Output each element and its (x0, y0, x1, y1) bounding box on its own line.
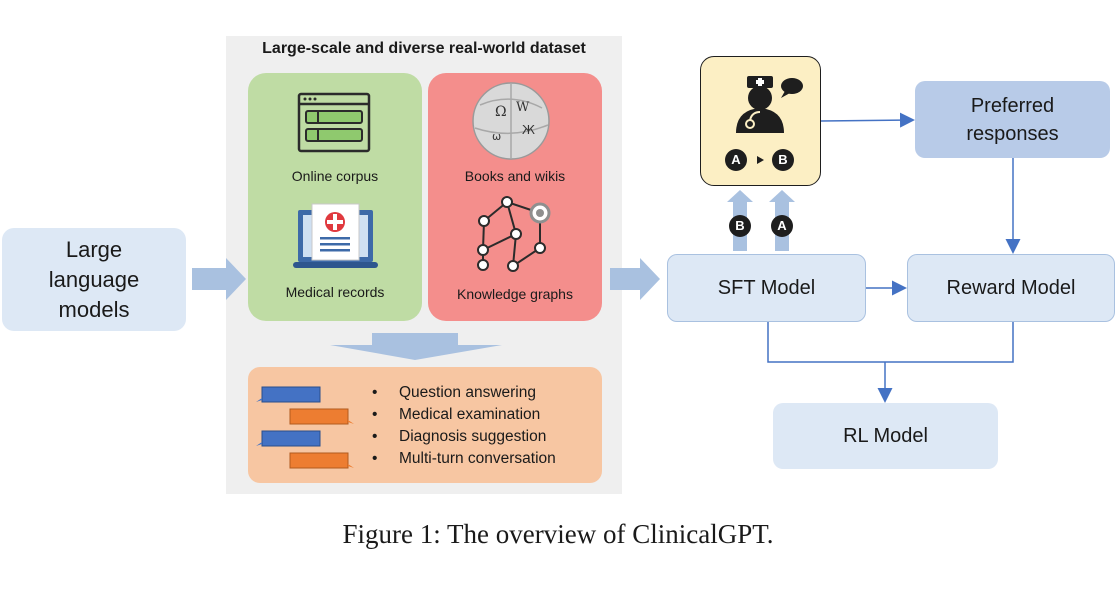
medical-records-label: Medical records (285, 284, 385, 300)
dataset-title: Large-scale and diverse real-world datas… (262, 40, 586, 57)
preference-order (725, 149, 794, 171)
task-list: Question answering Medical examination D… (372, 382, 556, 470)
preferred-label: Preferred responses (966, 94, 1059, 145)
sft-label: SFT Model (717, 276, 816, 299)
svg-text:ω: ω (492, 130, 501, 143)
task-item: Medical examination (372, 404, 556, 426)
wide-arrow-down-to-tasks (330, 333, 502, 360)
arrow-doctor-to-preferred (820, 112, 915, 128)
pref-badge-b: B (778, 152, 788, 167)
wide-arrow-dataset-to-sft (610, 258, 660, 300)
task-item: Multi-turn conversation (372, 448, 556, 470)
task-item: Question answering (372, 382, 556, 404)
doctor-icon (736, 76, 803, 133)
svg-text:W: W (516, 100, 530, 115)
conversation-icon (256, 386, 354, 469)
rl-label: RL Model (843, 424, 928, 447)
svg-text:Ω: Ω (495, 104, 507, 120)
llm-label: Large language models (48, 236, 140, 322)
books-wikis-label: Books and wikis (464, 168, 566, 184)
sft-model-box: SFT Model (667, 254, 866, 322)
svg-text:Ж: Ж (522, 123, 535, 137)
badge-a-circle (771, 215, 793, 237)
preferred-responses-box: Preferred responses (915, 81, 1110, 158)
task-item: Diagnosis suggestion (372, 426, 556, 448)
rl-model-box: RL Model (773, 403, 998, 469)
pref-badge-a: A (731, 152, 741, 167)
sample-badge-a: A (777, 218, 787, 233)
llm-box: Large language models (2, 228, 186, 331)
wiki-globe-icon: Ω W Ж ω (472, 82, 550, 160)
online-corpus-icon (297, 92, 371, 153)
reward-label: Reward Model (946, 276, 1076, 299)
reward-model-box: Reward Model (907, 254, 1115, 322)
medical-records-icon (293, 203, 378, 268)
online-corpus-label: Online corpus (291, 168, 379, 184)
badge-b-circle (729, 215, 751, 237)
figure-caption: Figure 1: The overview of ClinicalGPT. (342, 519, 774, 549)
knowledge-graphs-label: Knowledge graphs (457, 286, 573, 302)
sample-badge-b: B (735, 218, 745, 233)
connector-sft-reward-to-rl (767, 322, 1014, 363)
wide-arrow-llm-to-dataset (192, 258, 246, 300)
knowledge-graph-icon (477, 196, 551, 272)
